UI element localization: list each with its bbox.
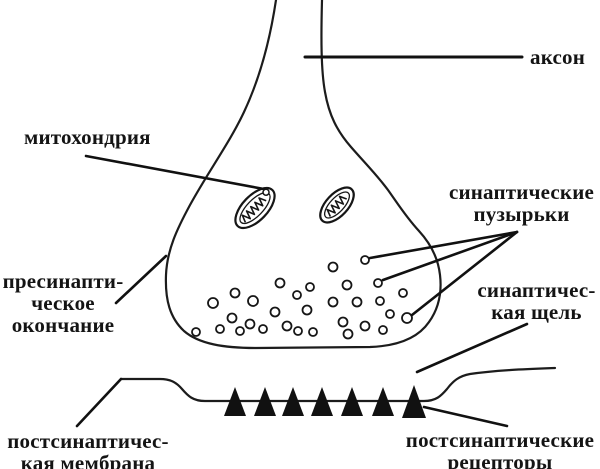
synaptic-vesicle — [341, 279, 353, 291]
label-mitochondria: митохондрия — [24, 126, 164, 148]
label-presynaptic-terminal-line1: пресинапти- — [2, 269, 124, 293]
synaptic-vesicle — [258, 324, 268, 334]
mitochondrion-inner-membrane — [323, 191, 351, 219]
receptor-triangle — [341, 387, 363, 416]
label-axon: аксон — [530, 46, 600, 68]
synaptic-vesicle — [301, 304, 313, 316]
label-synaptic-vesicles-line1: синаптические — [448, 180, 595, 204]
postsynaptic-membrane-line — [119, 366, 557, 403]
label-synaptic-vesicles: синаптические пузырьки — [443, 181, 600, 225]
cleft-pointer-line — [415, 322, 529, 374]
synaptic-vesicle — [378, 325, 388, 335]
mitochondria-pointer-line — [84, 154, 266, 191]
label-synaptic-cleft-line2: кая щель — [491, 300, 582, 324]
synaptic-vesicle — [281, 320, 293, 332]
synaptic-vesicle — [401, 312, 413, 324]
synaptic-vesicle — [215, 324, 225, 334]
synaptic-vesicle — [226, 312, 238, 324]
label-postsynaptic-receptors-line1: постсинаптические — [405, 428, 595, 452]
vesicle-pointer-line-1 — [368, 230, 519, 260]
label-postsynaptic-membrane: постсинаптичес- кая мембрана — [0, 430, 176, 469]
synaptic-vesicle — [244, 318, 256, 330]
synaptic-vesicle — [229, 287, 241, 299]
label-postsynaptic-membrane-line2: кая мембрана — [20, 451, 156, 469]
label-postsynaptic-receptors: постсинаптические рецепторы — [400, 429, 600, 469]
label-synaptic-cleft: синаптичес- кая щель — [458, 279, 600, 323]
synaptic-vesicles-group — [191, 255, 413, 340]
receptor-triangle — [254, 387, 276, 416]
synaptic-vesicle — [398, 288, 408, 298]
receptor-triangle — [372, 387, 394, 416]
postsynaptic-receptors-group — [224, 385, 426, 418]
synaptic-vesicle — [337, 316, 349, 328]
label-synaptic-vesicles-line2: пузырьки — [473, 202, 570, 226]
synaptic-vesicle — [305, 282, 315, 292]
synaptic-vesicle — [373, 278, 383, 288]
label-postsynaptic-membrane-line1: постсинаптичес- — [7, 429, 169, 453]
synaptic-vesicle — [235, 326, 245, 336]
synaptic-vesicle — [327, 261, 339, 273]
membrane-pointer-line — [75, 377, 123, 428]
label-postsynaptic-receptors-line2: рецепторы — [447, 450, 553, 469]
synaptic-vesicle — [207, 297, 219, 309]
synaptic-vesicle — [385, 309, 395, 319]
synaptic-vesicle — [360, 255, 370, 265]
vesicle-pointer-line-3 — [410, 230, 519, 317]
receptors-pointer-line — [422, 405, 509, 428]
synaptic-vesicle — [327, 296, 339, 308]
synaptic-vesicle — [191, 327, 201, 337]
label-synaptic-cleft-line1: синаптичес- — [477, 278, 596, 302]
label-axon-line1: аксон — [530, 45, 585, 69]
label-presynaptic-terminal: пресинапти- ческое окончание — [0, 270, 126, 336]
label-presynaptic-terminal-line2: ческое — [31, 291, 95, 315]
synaptic-vesicle — [351, 296, 363, 308]
synaptic-vesicle — [247, 295, 259, 307]
synaptic-vesicle — [292, 290, 302, 300]
receptor-triangle — [282, 387, 304, 416]
synaptic-vesicle — [274, 277, 286, 289]
label-presynaptic-terminal-line3: окончание — [11, 313, 115, 337]
receptor-triangle — [311, 387, 333, 416]
receptor-triangle — [224, 387, 246, 416]
mitochondrion-cristae — [326, 195, 347, 217]
mitochondrion-cristae — [241, 197, 267, 223]
synaptic-vesicle — [359, 320, 371, 332]
synaptic-vesicle — [293, 326, 303, 336]
synaptic-vesicle — [308, 327, 318, 337]
synaptic-vesicle — [342, 328, 354, 340]
label-mitochondria-line1: митохондрия — [24, 125, 151, 149]
mitochondrion-left — [234, 186, 276, 230]
presynaptic-pointer-line — [114, 254, 168, 305]
synaptic-vesicle — [269, 306, 281, 318]
vesicle-pointer-line-2 — [381, 230, 519, 282]
mitochondrion-right — [319, 186, 355, 224]
synaptic-vesicle — [375, 296, 385, 306]
receptor-triangle — [402, 385, 426, 418]
